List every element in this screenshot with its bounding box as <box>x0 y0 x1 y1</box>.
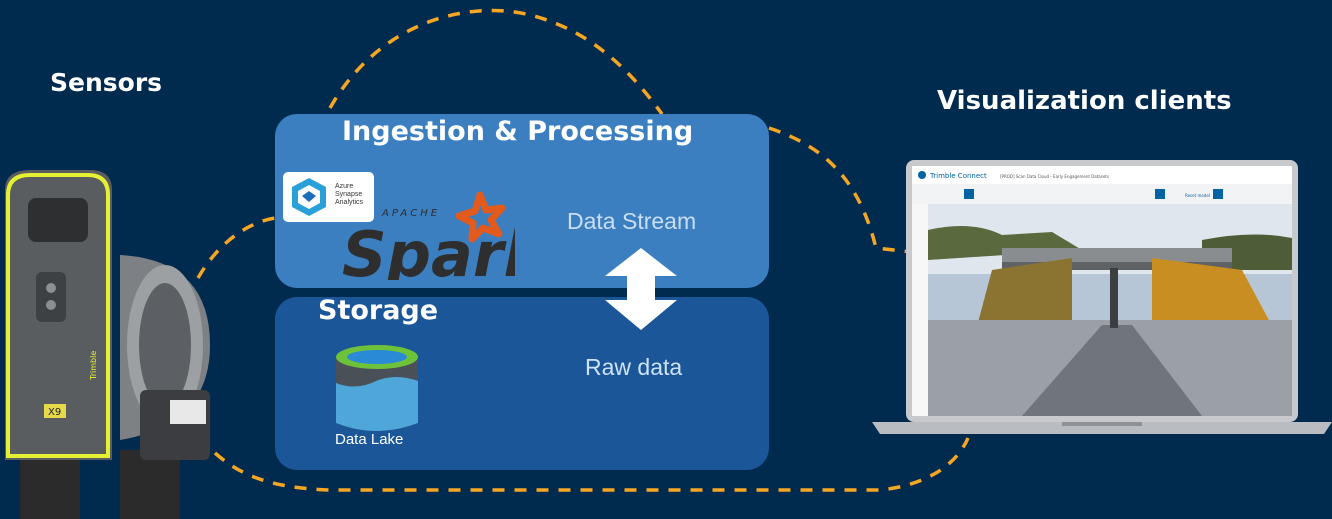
device-brand-text: Trimble <box>89 351 98 381</box>
screen-breadcrumb: [PROD] Scan Data Cloud - Early Engagemen… <box>1000 174 1109 179</box>
data-lake-label: Data Lake <box>335 431 404 448</box>
azure-synapse-logo <box>283 172 374 222</box>
bidirectional-arrow-icon <box>605 248 677 330</box>
reset-model-label: Reset model <box>1185 193 1210 198</box>
sensors-title: Sensors <box>50 68 163 97</box>
laser-scanner-device: X9 Trimble <box>5 170 210 519</box>
synapse-text: Azure Synapse Analytics <box>335 183 363 207</box>
visualization-clients-title: Visualization clients <box>937 86 1232 116</box>
synapse-line: Azure <box>335 183 354 190</box>
spark-star-icon <box>455 191 506 243</box>
spark-apache-text: APACHE <box>381 208 440 219</box>
data-lake-icon <box>336 345 418 431</box>
laptop-visualization-client: Trimble Connect [PROD] Scan Data Cloud -… <box>872 160 1332 434</box>
device-model-badge: X9 <box>48 407 61 418</box>
synapse-line: Synapse <box>335 191 363 198</box>
synapse-line: Analytics <box>335 199 364 206</box>
data-stream-label: Data Stream <box>567 208 697 234</box>
apache-spark-logo: APACHE Spark <box>342 191 515 280</box>
ingestion-processing-title: Ingestion & Processing <box>342 116 694 147</box>
app-title: Trimble Connect <box>929 172 987 180</box>
storage-title: Storage <box>318 295 439 326</box>
raw-data-label: Raw data <box>585 354 683 380</box>
synapse-icon <box>292 178 326 216</box>
